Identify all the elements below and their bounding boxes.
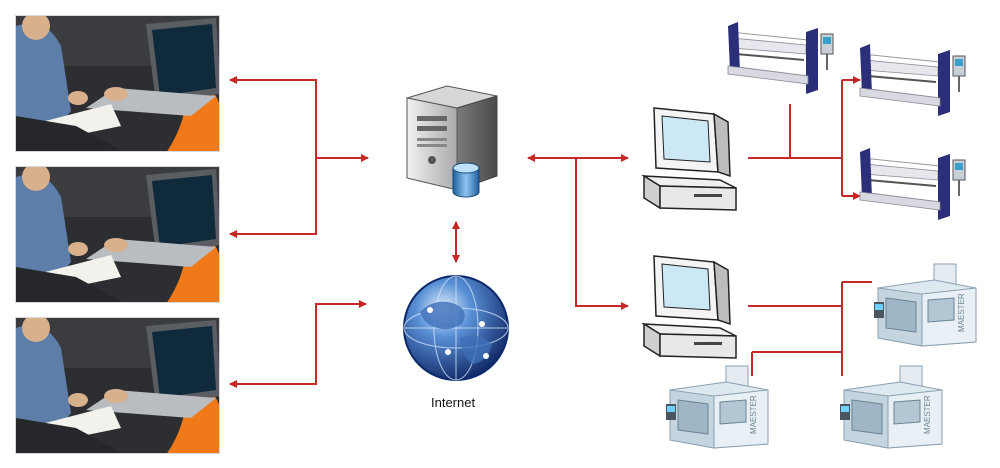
desktop-computer-icon [636, 252, 741, 360]
cnc-brand-text: MAESTER [749, 395, 758, 434]
cnc-machining-center-icon: MAESTER [664, 364, 774, 450]
globe-icon [400, 272, 512, 384]
press-brake-machine-icon [858, 144, 968, 224]
desktop-computer-icon [636, 104, 741, 212]
internet-label: Internet [431, 395, 476, 410]
cnc-machining-center-icon: MAESTER [838, 364, 948, 450]
user-workstation-photo [15, 317, 220, 454]
cnc-machining-center-icon: MAESTER [872, 262, 982, 348]
cnc-brand-text: MAESTER [923, 395, 932, 434]
database-server-icon [395, 80, 510, 210]
press-brake-machine-icon [858, 40, 968, 120]
user-workstation-photo [15, 15, 220, 152]
cnc-brand-text: MAESTER [957, 293, 966, 332]
press-brake-machine-icon [726, 18, 836, 98]
user-workstation-photo [15, 166, 220, 303]
